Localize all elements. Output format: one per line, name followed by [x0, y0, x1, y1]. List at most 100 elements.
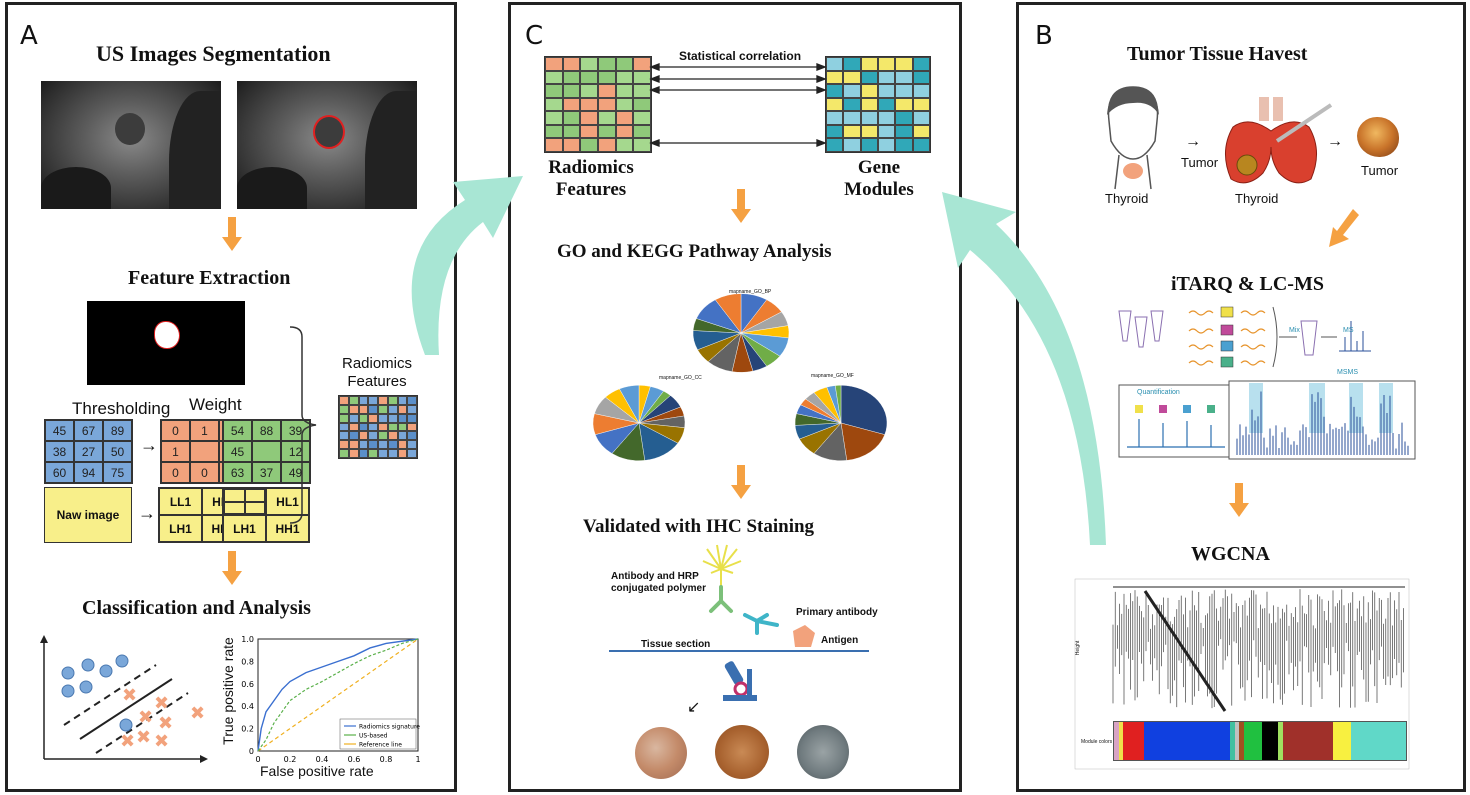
- roc-x-tick: 0: [255, 755, 260, 764]
- radiomics-matrix: [544, 56, 652, 153]
- roc-y-tick: 0.6: [241, 680, 254, 689]
- grid-cell: [633, 57, 651, 71]
- ihc-title: Validated with IHC Staining: [583, 516, 815, 537]
- arrow-right-1: →: [140, 435, 158, 455]
- grid-cell: [387, 413, 398, 423]
- grid-cell: [826, 138, 844, 152]
- height-axis-label: Height: [1075, 640, 1082, 656]
- grid-cell: [562, 111, 581, 125]
- pie-slice: [619, 385, 640, 424]
- grid-cell: [878, 111, 896, 125]
- grid-cell: [339, 396, 349, 405]
- grid-cell: [348, 449, 359, 458]
- wavelet-level2: HL1 LH1 HH1: [222, 487, 310, 543]
- module-color-segment: [1230, 722, 1235, 760]
- grid-cell: [368, 413, 378, 423]
- grid-cell: [397, 396, 408, 405]
- down-arrow-b2: [1229, 483, 1249, 517]
- grid-cell: [368, 422, 378, 432]
- itraq-title: iTARQ & LC-MS: [1171, 273, 1324, 295]
- thyroid-label-1: Thyroid: [1105, 191, 1149, 206]
- grid-cell: [843, 57, 861, 71]
- ihc-sample-3: [797, 725, 849, 779]
- antibody-diagram: [702, 544, 815, 647]
- roc-xlabel: False positive rate: [260, 763, 374, 779]
- grid-cell: [615, 57, 634, 71]
- weight-label: Weight: [189, 395, 242, 414]
- grid-cell: [826, 70, 844, 85]
- ihc-sample-1: [635, 727, 687, 779]
- module-color-segment: [1143, 722, 1231, 760]
- quantification-label: Quantification: [1137, 389, 1180, 396]
- primary-antibody-label: Primary antibody: [796, 607, 878, 618]
- grid-cell: [878, 57, 896, 71]
- grid-cell: [843, 97, 861, 112]
- grid-cell: [860, 111, 878, 125]
- teal-arrow-right: [942, 192, 1106, 545]
- pie-slice: [835, 385, 842, 424]
- go-pie-charts: [592, 293, 888, 461]
- grid-cell: [580, 57, 598, 71]
- pie-title-bp: mapname_GO_BP: [729, 289, 772, 295]
- grid-cell: [348, 440, 359, 450]
- grid-cell: [368, 396, 378, 405]
- grid-cell: [633, 111, 651, 125]
- grid-cell: [580, 138, 598, 152]
- grid-cell: [378, 431, 388, 441]
- grid-cell: [843, 84, 861, 98]
- grid-cell: [545, 84, 563, 98]
- svg-text:✖: ✖: [120, 731, 135, 752]
- panel-c: C Statistical correlation Radiomics Feat…: [508, 2, 962, 792]
- ultrasound-image-raw: [41, 81, 221, 209]
- grid-cell: [860, 138, 878, 152]
- grid-cell: [545, 138, 563, 152]
- thyroid-organ-image: [1225, 97, 1333, 184]
- grid-cell: [843, 124, 861, 139]
- grid-cell: [407, 396, 417, 405]
- grid-cell: [580, 70, 598, 85]
- module-color-segment: [1351, 722, 1406, 760]
- thyroid-label-2: Thyroid: [1235, 191, 1279, 206]
- grid-cell: [387, 431, 398, 441]
- grid-cell: [378, 413, 388, 423]
- classification-scatter: ✖✖✖ ✖✖✖ ✖✖: [40, 635, 208, 763]
- svg-text:✖: ✖: [136, 727, 151, 748]
- roc-y-tick: 0.2: [241, 725, 254, 734]
- grid-cell: [368, 449, 378, 458]
- grid-cell: [407, 413, 417, 423]
- grid-cell: [878, 124, 896, 139]
- grid-cell: [895, 97, 913, 112]
- grid-cell: [860, 70, 878, 85]
- tissue-section-label: Tissue section: [641, 639, 711, 650]
- arrow-down-left: ↙: [687, 699, 701, 716]
- classification-title: Classification and Analysis: [82, 597, 311, 619]
- go-kegg-title: GO and KEGG Pathway Analysis: [557, 241, 832, 262]
- module-color-segment: [1239, 722, 1245, 760]
- grid-cell: [878, 70, 896, 85]
- grid-cell: [378, 449, 388, 458]
- grid-cell: [358, 396, 369, 405]
- grid-cell: [895, 57, 913, 71]
- roc-radiomics-curve: [257, 638, 419, 752]
- grid-cell: [358, 431, 369, 441]
- ihc-sample-2: [715, 725, 769, 779]
- grid-cell: [615, 84, 634, 98]
- module-color-segment: [1244, 722, 1263, 760]
- grid-cell: [826, 57, 844, 71]
- roc-x-tick: 0.2: [284, 755, 297, 764]
- grid-cell: [407, 404, 417, 414]
- grid-cell: [407, 449, 417, 458]
- grid-cell: [358, 422, 369, 432]
- grid-cell: [545, 97, 563, 112]
- raw-image-box: Naw image: [44, 487, 132, 543]
- grid-cell: [397, 404, 408, 414]
- gene-modules-title: Gene Modules: [844, 157, 914, 200]
- grid-cell: [562, 124, 581, 139]
- grid-cell: [368, 404, 378, 414]
- grid-cell: [545, 57, 563, 71]
- down-arrow-b1: [1329, 209, 1359, 247]
- gene-module-matrix: [825, 56, 931, 153]
- grid-cell: [826, 97, 844, 112]
- grid-cell: [912, 84, 930, 98]
- grid-cell: [397, 413, 408, 423]
